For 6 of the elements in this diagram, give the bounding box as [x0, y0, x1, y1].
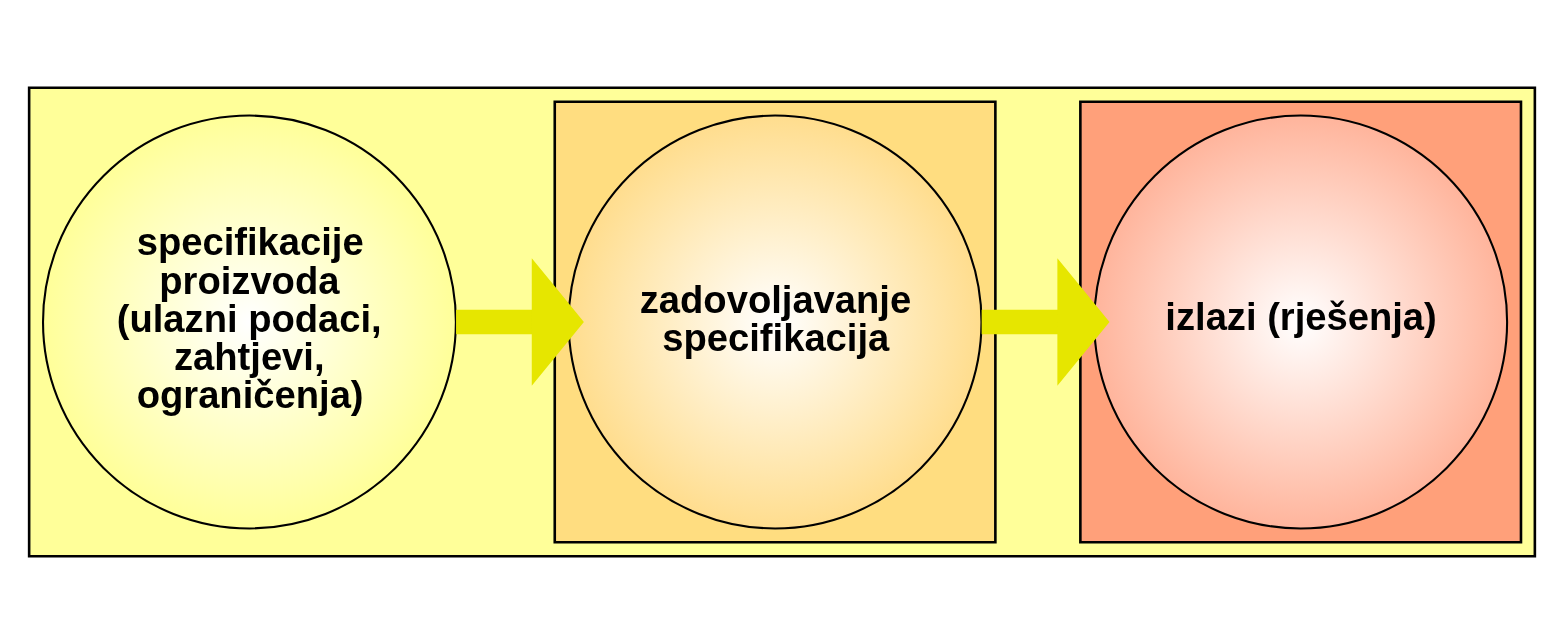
cluster — [27, 86, 1537, 558]
node-circle: izlazi (rješenja) — [1093, 114, 1509, 530]
arrow — [456, 258, 584, 386]
node-circle: specifikacije proizvoda (ulazni podaci, zahtjevi, ograničenja) — [42, 114, 457, 530]
node-circle: zadovoljavanje specifikacija — [567, 114, 983, 530]
arrow — [981, 258, 1110, 386]
